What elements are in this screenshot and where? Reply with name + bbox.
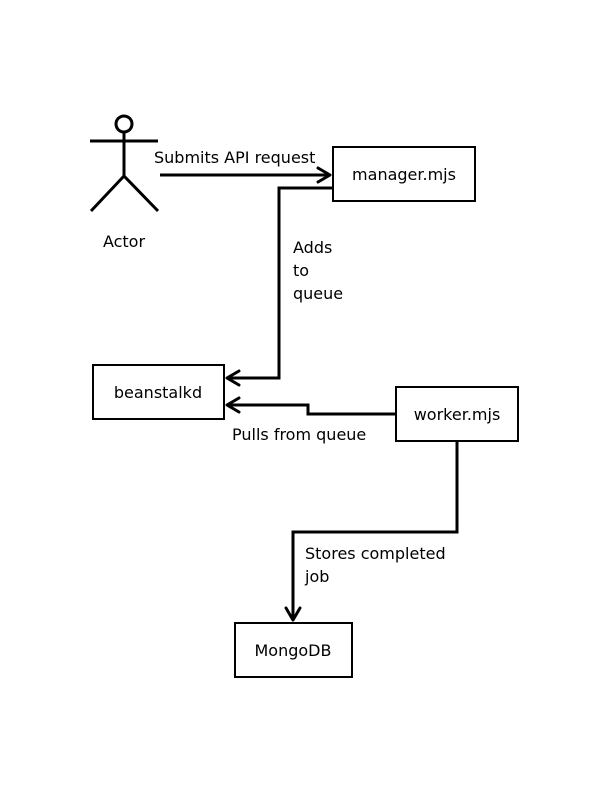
mongodb-label: MongoDB <box>255 641 332 660</box>
edge-stores-label-line-2: job <box>304 567 329 586</box>
edge-stores-label-line-1: Stores completed <box>305 544 446 563</box>
edge-pulls <box>225 396 396 416</box>
edge-stores-label: Stores completed job <box>304 544 451 586</box>
actor-icon <box>89 114 160 213</box>
manager-node[interactable]: manager.mjs <box>332 146 476 202</box>
edge-adds <box>225 186 333 387</box>
beanstalkd-node[interactable]: beanstalkd <box>92 364 225 420</box>
worker-node[interactable]: worker.mjs <box>395 386 519 442</box>
manager-label: manager.mjs <box>352 165 456 184</box>
actor-label: Actor <box>103 232 146 251</box>
edge-adds-label: Adds to queue <box>293 238 343 303</box>
beanstalkd-label: beanstalkd <box>114 383 202 402</box>
mongodb-node[interactable]: MongoDB <box>234 622 353 678</box>
edge-adds-label-line-2: to <box>293 261 309 280</box>
edge-submit-label: Submits API request <box>154 148 315 167</box>
edge-submit <box>160 166 332 184</box>
edge-pulls-label: Pulls from queue <box>232 425 366 444</box>
edge-stores <box>284 441 459 622</box>
edge-adds-label-line-1: Adds <box>293 238 332 257</box>
edge-adds-label-line-3: queue <box>293 284 343 303</box>
worker-label: worker.mjs <box>414 405 501 424</box>
